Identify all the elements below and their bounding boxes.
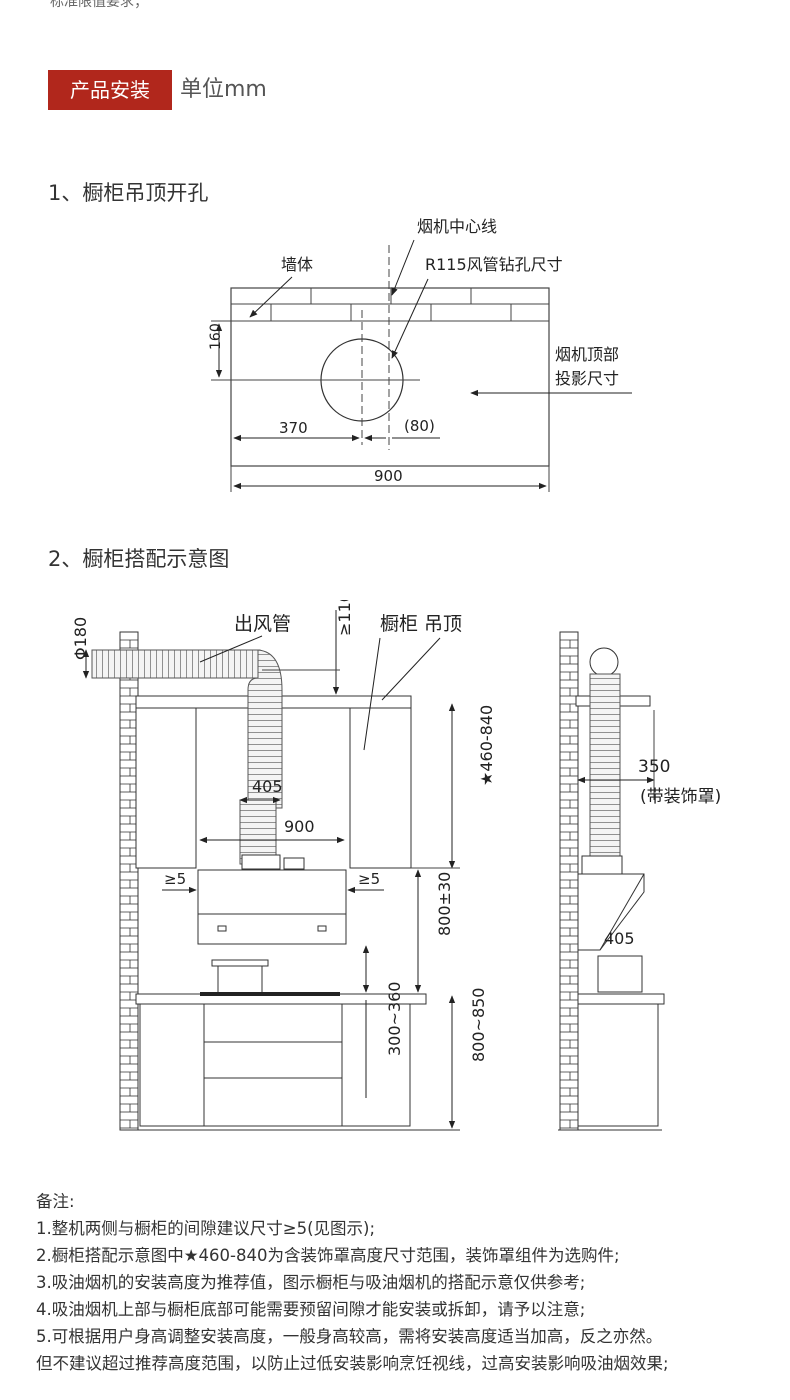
h800-label: 800±30: [435, 872, 454, 936]
notes-title: 备注:: [36, 1192, 75, 1211]
note-item: 5.可根据用户身高调整安装高度，一般身高较高，需将安装高度适当加高，反之亦然。: [36, 1327, 663, 1346]
dim-900: 900: [374, 467, 403, 485]
projection-label-1: 烟机顶部: [555, 345, 619, 364]
note-item: 2.橱柜搭配示意图中★460-840为含装饰罩高度尺寸范围，装饰罩组件为选购件;: [36, 1246, 620, 1265]
note-item: 但不建议超过推荐高度范围，以防止过低安装影响烹饪视线，过高安装影响吸油烟效果;: [36, 1354, 669, 1373]
pot: [217, 963, 263, 995]
side-405-label: 405: [604, 929, 635, 948]
wall-bricks: [231, 288, 549, 322]
unit-label: 单位mm: [180, 77, 267, 102]
dim-80: (80): [404, 417, 435, 435]
side-note-label: (带装饰罩): [640, 787, 721, 807]
side-hood: [577, 873, 645, 951]
note-item: 3.吸油烟机的安装高度为推荐值，图示橱柜与吸油烟机的搭配示意仅供参考;: [36, 1273, 586, 1292]
right-wall: [559, 631, 579, 1131]
section2-title: 2、橱柜搭配示意图: [48, 547, 230, 571]
h300-360-label: 300~360: [385, 982, 404, 1056]
wall-label: 墙体: [281, 255, 313, 274]
cabinet-top-outline: [230, 287, 550, 467]
product-install-badge: 产品安装: [48, 70, 172, 110]
ge5-left-label: ≥5: [164, 870, 186, 888]
note-item: 4.吸油烟机上部与橱柜底部可能需要预留间隙才能安装或拆卸，请予以注意;: [36, 1300, 586, 1319]
top-cut-text: 标准限值要求；: [50, 0, 148, 10]
side-duct: [589, 673, 621, 865]
section1-title: 1、橱柜吊顶开孔: [48, 181, 209, 205]
center-line-label: 烟机中心线: [417, 217, 497, 236]
ge5-right-label: ≥5: [358, 870, 380, 888]
duct-label: 出风管: [234, 613, 291, 635]
cabinet-ceiling-label: 橱柜 吊顶: [380, 613, 462, 635]
w900-label: 900: [284, 817, 315, 836]
duct-horizontal: [91, 649, 261, 679]
w405-label: 405: [252, 777, 283, 796]
base-cabinet: [139, 1003, 411, 1127]
ceiling-hole-diagram: 160 370 (80) 900 烟机中心线 R115风管钻孔尺寸 墙体 烟机顶…: [208, 217, 632, 492]
h460-840-label: ★460-840: [477, 705, 496, 786]
dim-370: 370: [279, 419, 308, 437]
upper-cabinet-left: [135, 707, 197, 869]
upper-cabinet-right: [349, 707, 412, 869]
projection-label-2: 投影尺寸: [555, 369, 619, 388]
note-item: 1.整机两侧与橱柜的间隙建议尺寸≥5(见图示);: [36, 1219, 375, 1238]
cabinet-matching-diagram: Φ180 ≥110 ★460-840 405 900 ≥5 ≥5 800±30 …: [71, 600, 721, 1131]
h800-850-label: 800~850: [469, 988, 488, 1062]
notes-section: 备注: 1.整机两侧与橱柜的间隙建议尺寸≥5(见图示); 2.橱柜搭配示意图中★…: [36, 1188, 786, 1377]
dim-160: 160: [208, 323, 224, 350]
duct-hole-label: R115风管钻孔尺寸: [425, 255, 563, 274]
side-350-label: 350: [638, 757, 670, 777]
left-wall: [119, 631, 139, 1131]
phi180-label: Φ180: [71, 617, 90, 660]
ge110-label: ≥110: [335, 600, 354, 636]
